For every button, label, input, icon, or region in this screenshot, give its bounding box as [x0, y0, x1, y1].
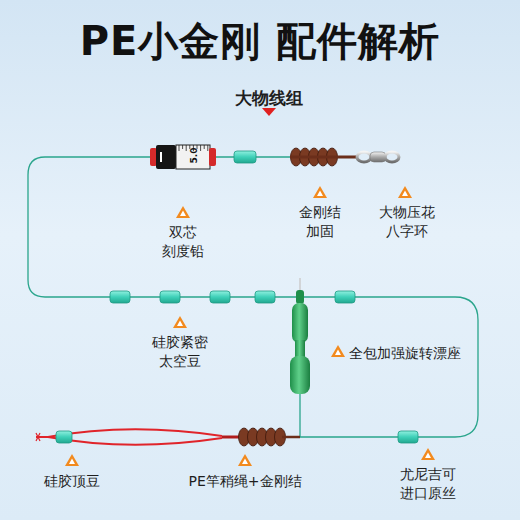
- callout-label: 全包加强旋转漂座: [349, 344, 461, 363]
- scale-tick: [182, 145, 183, 149]
- space-bead: [210, 291, 230, 303]
- callout-label: 尤尼吉可 进口原丝: [397, 465, 459, 503]
- lead-weight-mark: 5.0: [190, 147, 199, 163]
- space-bead: [255, 291, 275, 303]
- callout-label: 硅胶紧密 太空豆: [149, 333, 211, 371]
- callout-label: PE竿稍绳+金刚结: [188, 472, 301, 491]
- pe-rope: [290, 156, 358, 159]
- subtitle: 大物线组: [235, 87, 303, 110]
- knot: [239, 428, 286, 446]
- scale-tick: [200, 145, 201, 151]
- top-bead: [56, 431, 72, 443]
- space-beads: [110, 291, 355, 303]
- pointer-triangle: [262, 108, 276, 116]
- lead-weight: [150, 145, 216, 169]
- space-bead: [110, 291, 130, 303]
- scale-tick: [179, 145, 180, 151]
- pe-tip-rope: [36, 429, 240, 445]
- silicone-sleeve: [398, 431, 418, 443]
- space-bead: [335, 291, 355, 303]
- callout-label: 金刚结 加固: [296, 203, 344, 241]
- callout-icons: [65, 186, 435, 466]
- callout-label: 大物压花 八字环: [376, 203, 438, 241]
- swivel: [357, 152, 399, 162]
- callout-label: 双芯 刻度铅: [159, 223, 207, 261]
- scale-tick: [207, 145, 208, 151]
- scale-tick: [204, 145, 205, 149]
- space-bead: [160, 291, 180, 303]
- main-line: [28, 157, 478, 437]
- callout-label: 硅胶顶豆: [44, 472, 100, 491]
- title: PE小金刚 配件解析: [0, 14, 520, 69]
- float-seat: [290, 278, 310, 437]
- silicone-sleeve: [234, 151, 256, 163]
- scale-tick: [186, 145, 187, 151]
- knot-tail: [282, 436, 300, 439]
